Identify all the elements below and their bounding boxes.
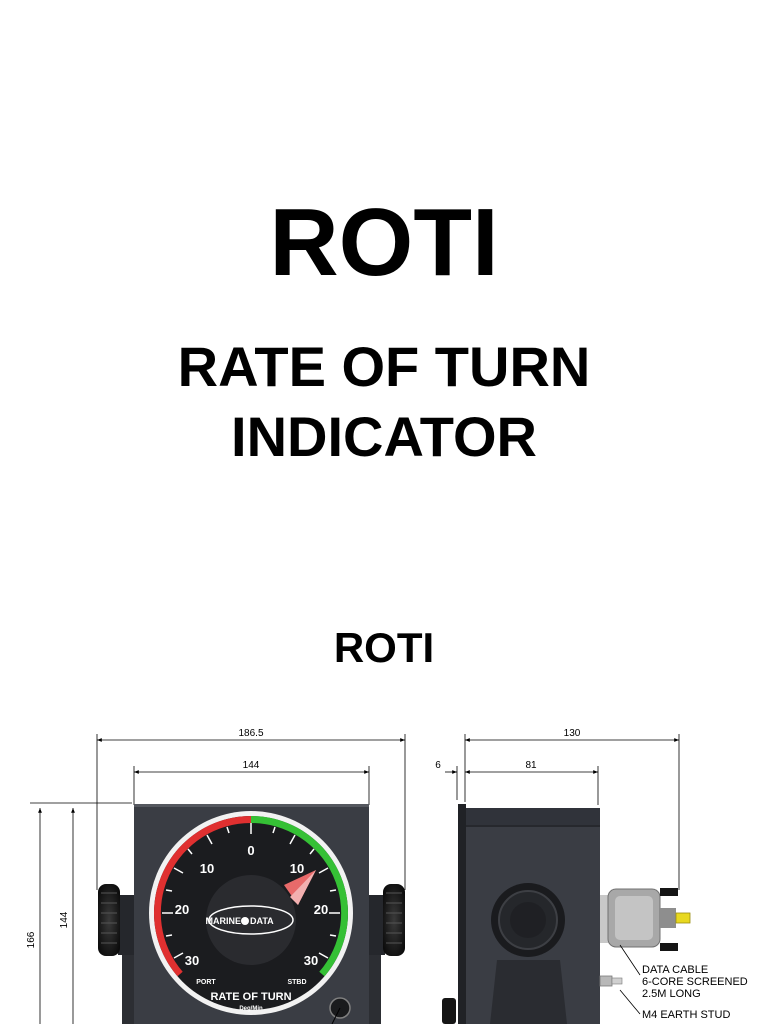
note-earth-stud: M4 EARTH STUD [642,1009,730,1021]
right-clamp-knob [383,884,405,956]
logo-ellipse [208,905,294,935]
dial-units: Deg/Min [239,1006,263,1012]
right-bracket-leg [369,955,381,1024]
scale-label-port-30: 30 [185,953,199,968]
left-bracket-leg [122,955,134,1024]
dim-width-body: 144 [243,760,260,771]
subtitle-line-1: RATE OF TURN [177,335,591,398]
side-bracket [490,960,567,1024]
dial-ticks [162,823,340,959]
note-cable-line-1: DATA CABLE [642,964,708,976]
dim-width-overall: 186.5 [238,728,263,739]
scale-label-port-20: 20 [175,902,189,917]
port-scale-arc [153,816,251,977]
page-title: ROTI [269,189,499,296]
note-cable-line-2: 6-CORE SCREENED [642,976,748,988]
right-bracket-arm [367,895,385,955]
dim-height-body: 144 [59,911,70,928]
dim-height-overall: 166 [26,931,37,948]
port-label: PORT [196,979,216,986]
side-view: 130 81 6 [435,728,748,1024]
side-dimensions [445,734,680,890]
scale-label-0: 0 [247,843,254,858]
left-bracket-arm [118,895,136,955]
scale-label-stbd-30: 30 [304,953,318,968]
dim-depth-overall: 130 [564,728,581,739]
earth-stud-icon [599,975,623,987]
dim-depth-body: 81 [525,760,537,771]
section-title: ROTI [333,624,435,671]
front-dimensions [30,734,406,1024]
front-view: 186.5 144 166 144 [26,728,406,1024]
dim-flange: 6 [435,760,441,771]
note-cable-line-3: 2.5M LONG [642,988,701,1000]
stbd-scale-arc [251,816,349,977]
scale-label-stbd-10: 10 [290,861,304,876]
dial-hub [206,875,296,965]
side-knob-edge [442,998,456,1024]
logo-data: DATA [250,916,274,926]
scale-label-stbd-20: 20 [314,902,328,917]
data-cable-connector [600,888,691,951]
scale-label-port-10: 10 [200,861,214,876]
logo-marine: MARINE [206,916,242,926]
dial-name: RATE OF TURN [210,991,291,1003]
fuse-icon [675,912,691,924]
subtitle-line-2: INDICATOR [231,405,537,468]
stbd-label: STBD [287,979,306,986]
dial: 0 10 10 20 20 30 30 MARINE DATA PORT STB… [149,811,353,1015]
logo-dot-icon [241,917,249,925]
left-clamp-knob [98,884,120,956]
front-flange [458,804,466,1024]
